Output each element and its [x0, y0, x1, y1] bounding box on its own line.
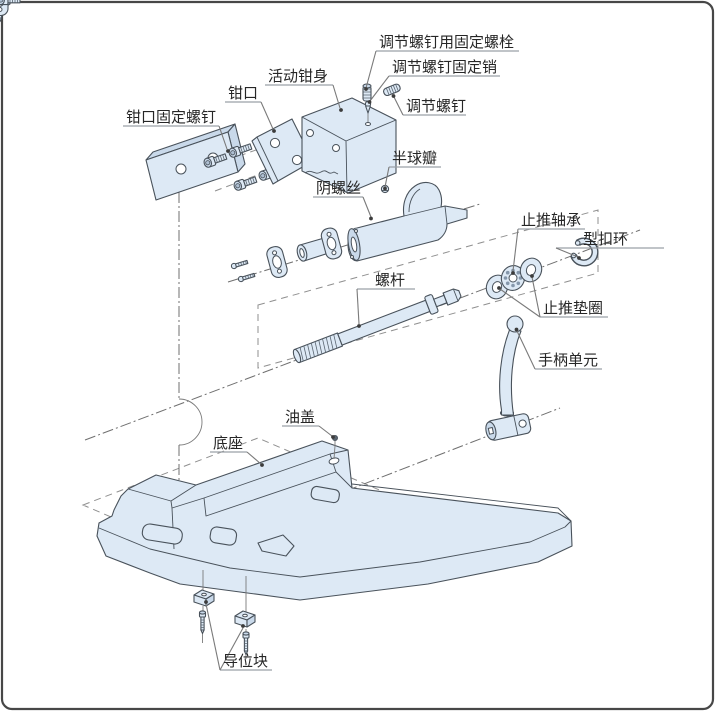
- centerline-screw-axis: [84, 229, 641, 441]
- oil-hole: [328, 457, 340, 465]
- label-adjusting-screw-fixing-pin: 调节螺钉固定销: [392, 59, 497, 76]
- base-body: [96, 440, 573, 601]
- base-slot-left: [141, 523, 183, 545]
- label-jaw-fixing-screw: 钳口固定螺钉: [126, 109, 216, 126]
- female-screw-assembly: [0, 0, 468, 283]
- label-adjusting-screw: 调节螺钉: [406, 98, 466, 115]
- label-female-screw: 阴螺丝: [316, 180, 361, 197]
- handle-lever: [499, 329, 522, 416]
- label-oil-cap: 油盖: [285, 409, 315, 426]
- thrust-bearing-part: [500, 265, 526, 291]
- base-slot-front: [209, 526, 238, 546]
- label-handle-unit: 手柄单元: [538, 352, 598, 369]
- label-adjusting-screw-fixing-bolt: 调节螺钉用固定螺栓: [379, 34, 514, 51]
- thrust-washer-right: [519, 257, 543, 283]
- guide-block-screw-left: [198, 610, 207, 635]
- jaw-fixing-screws: [0, 0, 283, 192]
- base-slot-right: [310, 485, 340, 504]
- label-guide-block: 导位块: [223, 653, 268, 670]
- right-jaw-plate: [251, 118, 314, 185]
- label-retaining-ring: 型扣环: [583, 231, 628, 248]
- screw-rod: [292, 288, 462, 364]
- label-screw-rod: 螺杆: [375, 272, 405, 289]
- label-thrust-washer: 止推垫圈: [543, 300, 603, 317]
- label-base: 底座: [213, 435, 243, 452]
- label-hemisphere: 半球瓣: [392, 150, 437, 167]
- labels: 调节螺钉用固定螺栓 调节螺钉固定销 调节螺钉 活动钳身 钳口 钳口固定螺钉 半球…: [126, 34, 628, 670]
- base-front-tab: [257, 534, 295, 557]
- leaders: [123, 50, 664, 671]
- label-jaw: 钳口: [228, 85, 258, 102]
- handle-unit-part: [485, 315, 532, 441]
- movable-jaw-body: [301, 97, 397, 194]
- thrust-parts: [485, 237, 599, 300]
- adjusting-screw-part: [383, 83, 401, 97]
- label-thrust-bearing: 止推轴承: [521, 212, 581, 229]
- left-jaw-plate: [145, 123, 246, 201]
- guide-block-screw-right: [242, 631, 250, 656]
- retaining-ring-part: [569, 237, 599, 267]
- adjusting-screw-fixing-bolt: [362, 83, 372, 102]
- label-movable-jaw-body: 活动钳身: [268, 68, 328, 85]
- handle-knob: [506, 315, 524, 333]
